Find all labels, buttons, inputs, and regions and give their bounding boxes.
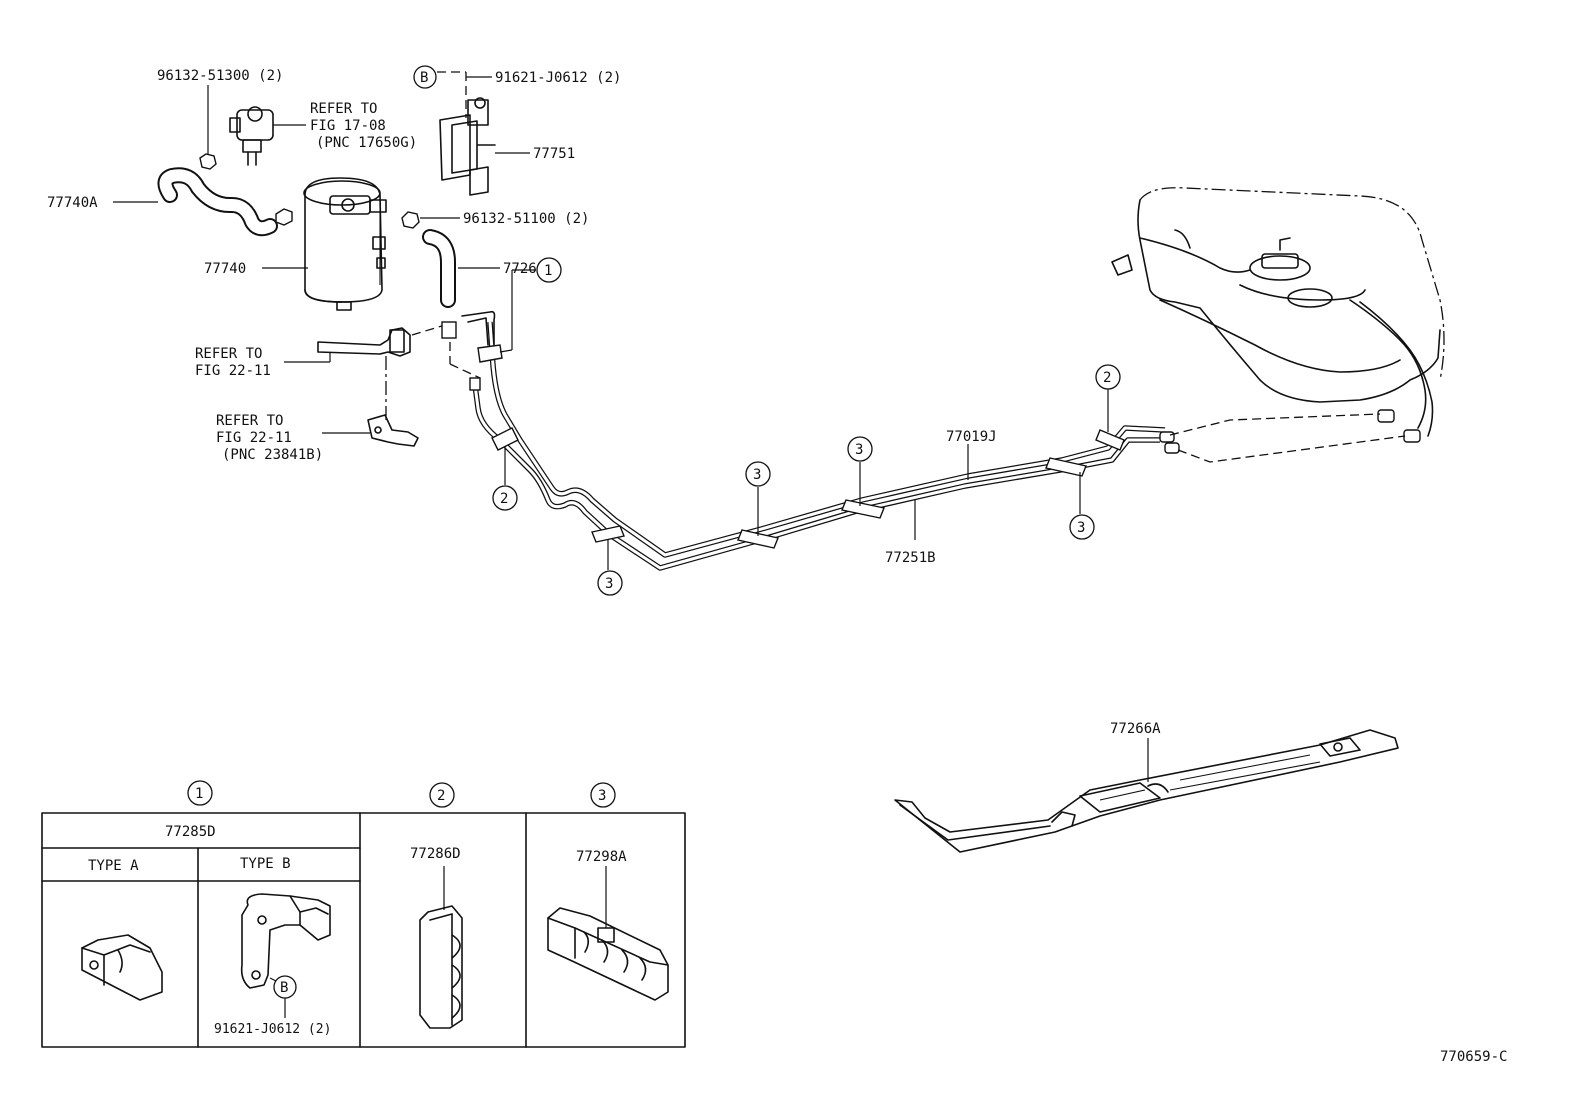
label-refer-fig-22-11-a-line2: FIG 22-11 xyxy=(195,363,271,379)
clamp-3-on-tube-3 xyxy=(841,499,885,519)
clamp-3-on-tube-4 xyxy=(1045,457,1087,477)
hose-77261e-part xyxy=(422,229,456,308)
callout-b-top xyxy=(413,65,437,89)
table-header-1-circle xyxy=(187,780,213,806)
table-type-a: TYPE A xyxy=(88,858,139,874)
table-header-1-text: 1 xyxy=(195,786,203,802)
callout-b-top-text: B xyxy=(420,70,428,86)
label-refer-fig-17-08-line2: FIG 17-08 xyxy=(310,118,386,134)
clip-96132-51300 xyxy=(199,153,217,170)
callout-3-tube-2 xyxy=(745,461,771,487)
label-77740a: 77740A xyxy=(47,195,98,211)
callout-1-tube-text: 1 xyxy=(544,263,552,279)
clamp-77286d-icon xyxy=(419,905,463,1029)
hose-77740a-part xyxy=(157,167,293,237)
canister-77740-part xyxy=(303,177,387,311)
label-77740: 77740 xyxy=(204,261,246,277)
callout-3-tube-2-text: 3 xyxy=(753,467,761,483)
dashed-connection-lower xyxy=(1177,435,1406,463)
clamp-type-a-icon xyxy=(81,934,163,1001)
figure-code: 770659-C xyxy=(1440,1049,1507,1065)
clamp-1-on-tube xyxy=(477,344,503,363)
table-part-77286d: 77286D xyxy=(410,846,461,862)
callout-2-tube-left xyxy=(492,485,518,511)
dashed-connection-upper xyxy=(1169,413,1381,436)
type-b-callout-b-text: B xyxy=(280,980,288,996)
clamp-3-on-tube-1 xyxy=(591,525,625,543)
label-77019j: 77019J xyxy=(946,429,997,445)
vsv-valve-part xyxy=(229,106,306,166)
fuel-tank-part xyxy=(1111,187,1445,443)
table-type-b: TYPE B xyxy=(240,856,291,872)
clamp-type-b-icon xyxy=(240,893,331,989)
callout-1-tube xyxy=(536,257,562,283)
label-77251b: 77251B xyxy=(885,550,936,566)
label-91621-j0612-top: 91621-J0612 (2) xyxy=(495,70,621,86)
callout-3-tube-1-text: 3 xyxy=(605,576,613,592)
callout-3-tube-1 xyxy=(597,570,623,596)
label-refer-fig-17-08-line1: REFER TO xyxy=(310,101,377,117)
label-refer-fig-22-11-b-line3: (PNC 23841B) xyxy=(222,447,323,463)
table-part-91621-j0612: 91621-J0612 (2) xyxy=(214,1022,331,1037)
table-header-3-text: 3 xyxy=(598,788,606,804)
clamp-2-on-tube-left xyxy=(491,427,519,451)
table-part-77285d: 77285D xyxy=(165,824,216,840)
mount-bracket-part xyxy=(367,414,419,447)
callout-3-tube-4-text: 3 xyxy=(1077,520,1085,536)
callout-2-tube-right-text: 2 xyxy=(1103,370,1111,386)
clip-96132-51100 xyxy=(401,211,420,229)
table-header-2-text: 2 xyxy=(437,788,445,804)
label-refer-fig-22-11-b-line2: FIG 22-11 xyxy=(216,430,292,446)
fuel-tube-77019j xyxy=(487,321,1166,558)
callout-2-tube-left-text: 2 xyxy=(500,491,508,507)
clamp-type-table xyxy=(41,812,686,1048)
bracket-77751-part xyxy=(439,97,496,196)
label-refer-fig-17-08-line3: (PNC 17650G) xyxy=(316,135,417,151)
label-96132-51300: 96132-51300 (2) xyxy=(157,68,283,84)
label-refer-fig-22-11-a-line1: REFER TO xyxy=(195,346,262,362)
callout-2-tube-right xyxy=(1095,364,1121,390)
protector-77266a-part xyxy=(894,729,1399,853)
table-part-77298a: 77298A xyxy=(576,849,627,865)
tube-connector-part xyxy=(441,310,496,379)
label-77266a: 77266A xyxy=(1110,721,1161,737)
tube-end-fittings xyxy=(469,377,1180,454)
label-96132-51100: 96132-51100 (2) xyxy=(463,211,589,227)
fuel-tube-77251b xyxy=(472,384,1160,571)
clamp-2-on-tube-right xyxy=(1095,429,1125,451)
callout-3-tube-4 xyxy=(1069,514,1095,540)
table-header-2-circle xyxy=(429,782,455,808)
callout-3-tube-3-text: 3 xyxy=(855,442,863,458)
label-refer-fig-22-11-b-line1: REFER TO xyxy=(216,413,283,429)
label-77751: 77751 xyxy=(533,146,575,162)
clamp-77298a-icon xyxy=(547,907,669,1001)
callout-3-tube-3 xyxy=(847,436,873,462)
connector-hose-part xyxy=(284,327,411,363)
clamp-3-on-tube-2 xyxy=(737,529,779,549)
table-header-3-circle xyxy=(590,782,616,808)
